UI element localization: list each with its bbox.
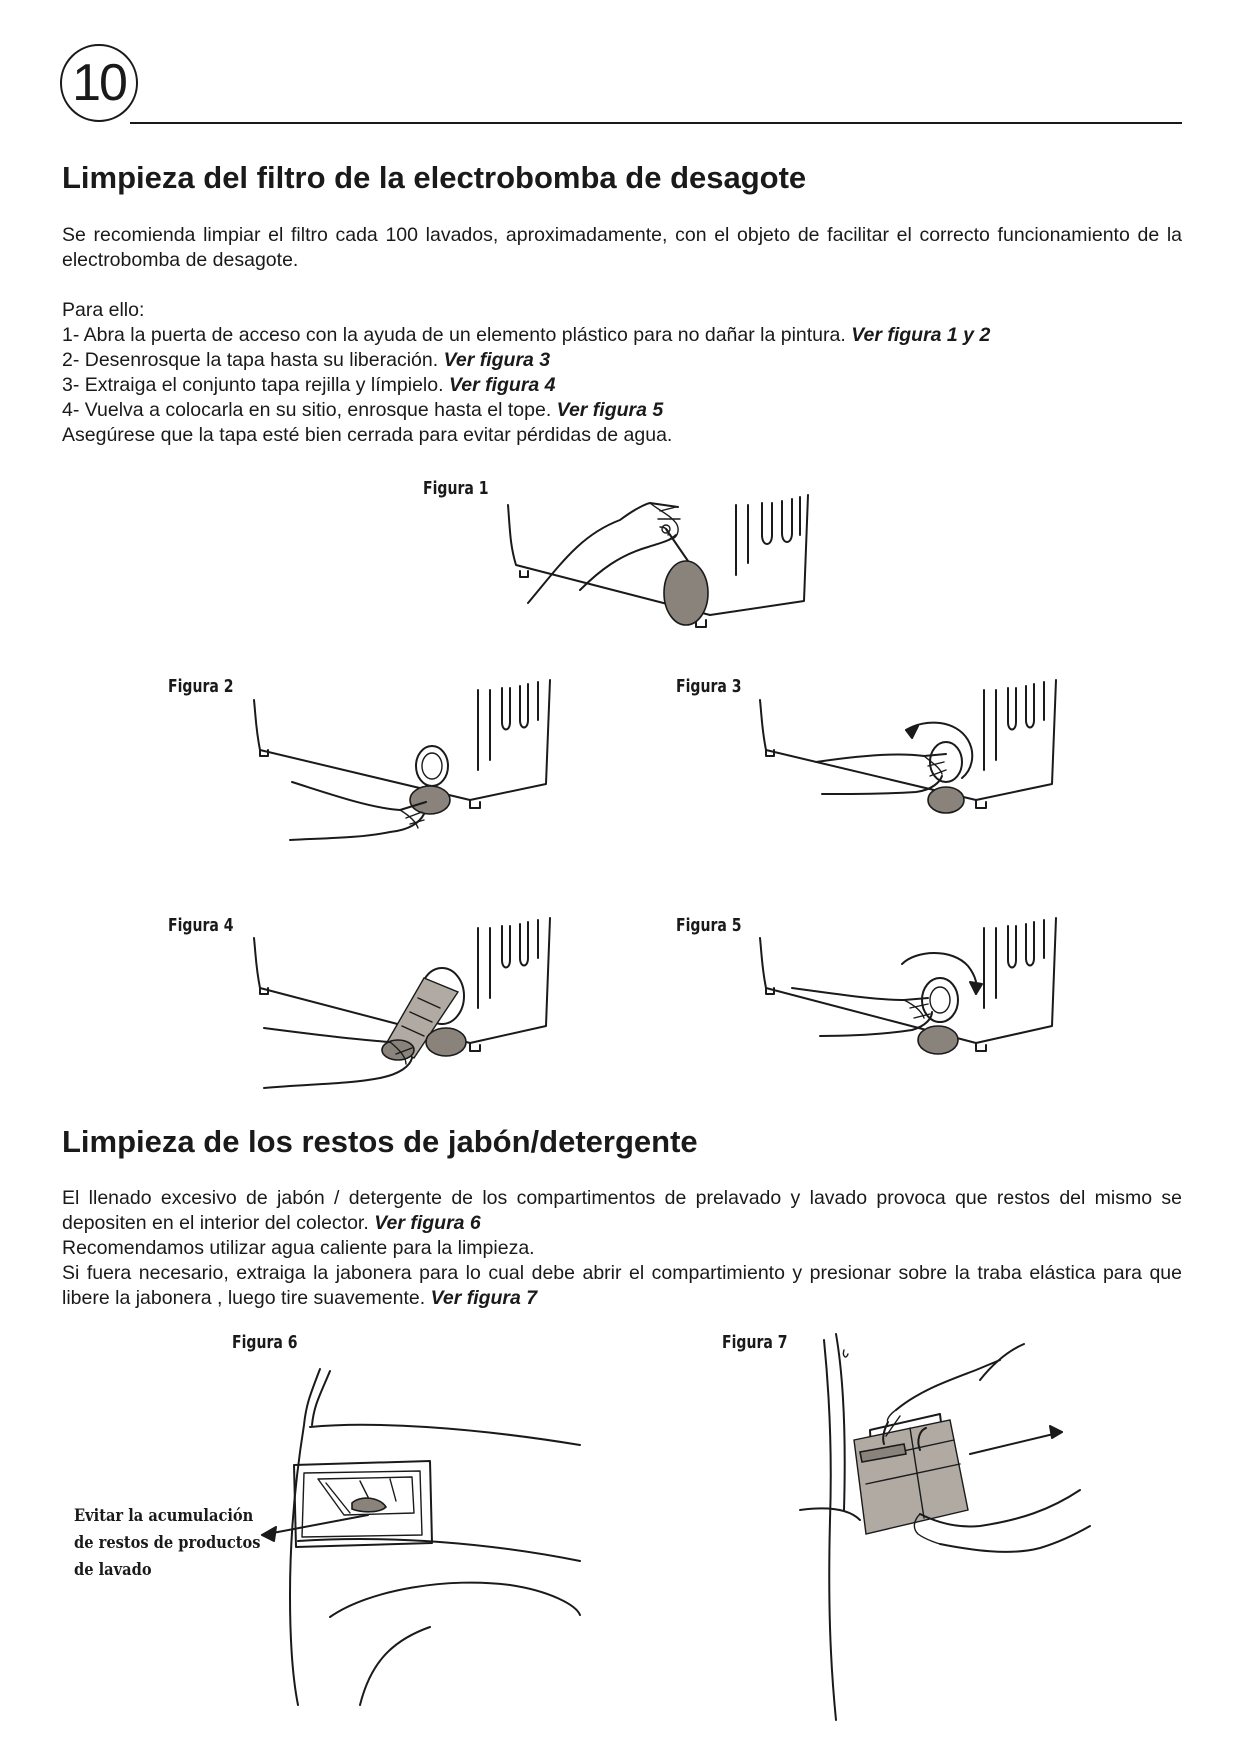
- figure-1-label: Figura 1: [423, 478, 489, 499]
- callout-line-1: Evitar la acumulación: [74, 1506, 254, 1526]
- step-4: 4- Vuelva a colocarla en su sitio, enros…: [62, 399, 664, 421]
- detergent-text-block: El llenado excesivo de jabón / detergent…: [62, 1186, 1182, 1311]
- figure-5-label: Figura 5: [676, 915, 742, 936]
- steps-lead: Para ello:: [62, 299, 145, 321]
- page-number: 10: [72, 54, 128, 112]
- figure-6-illustration: [261, 1368, 581, 1706]
- header-rule: [130, 122, 1182, 124]
- figure-6-callout: Evitar la acumulación de restos de produ…: [74, 1503, 260, 1584]
- section-title-filter: Limpieza del filtro de la electrobomba d…: [62, 160, 807, 195]
- intro-paragraph: Se recomienda limpiar el filtro cada 100…: [62, 224, 1182, 271]
- figure-2-label: Figura 2: [168, 676, 234, 697]
- step-3-ref: Ver figura 4: [448, 374, 556, 396]
- section-title-detergent: Limpieza de los restos de jabón/detergen…: [62, 1124, 698, 1159]
- step-4-ref: Ver figura 5: [556, 399, 664, 421]
- figure-5-illustration: [759, 917, 1057, 1055]
- step-1: 1- Abra la puerta de acceso con la ayuda…: [62, 324, 991, 346]
- closing-note: Asegúrese que la tapa esté bien cerrada …: [62, 424, 673, 446]
- figure-6-ref: Ver figura 6: [374, 1212, 481, 1234]
- figure-1-illustration: [507, 494, 809, 628]
- figure-7-ref: Ver figura 7: [430, 1287, 538, 1309]
- callout-line-3: de lavado: [74, 1560, 152, 1580]
- step-2-ref: Ver figura 3: [443, 349, 551, 371]
- figure-3-label: Figura 3: [676, 676, 742, 697]
- step-1-ref: Ver figura 1 y 2: [851, 324, 991, 346]
- figure-7-illustration: [799, 1333, 1091, 1721]
- callout-line-2: de restos de productos: [74, 1533, 261, 1553]
- detergent-paragraph-3: Si fuera necesario, extraiga la jabonera…: [62, 1262, 1182, 1309]
- figure-6-label: Figura 6: [232, 1332, 298, 1353]
- detergent-paragraph-1: El llenado excesivo de jabón / detergent…: [62, 1187, 1182, 1234]
- figure-4-illustration: [253, 917, 551, 1089]
- detergent-paragraph-2: Recomendamos utilizar agua caliente para…: [62, 1237, 535, 1259]
- step-3: 3- Extraiga el conjunto tapa rejilla y l…: [62, 374, 556, 396]
- figure-4-label: Figura 4: [168, 915, 234, 936]
- figure-7-label: Figura 7: [722, 1332, 788, 1353]
- page-number-circle: [60, 44, 138, 122]
- step-2: 2- Desenrosque la tapa hasta su liberaci…: [62, 349, 551, 371]
- figure-3-illustration: [759, 679, 1057, 814]
- steps-block: Para ello: 1- Abra la puerta de acceso c…: [62, 298, 1182, 448]
- figure-2-illustration: [253, 679, 551, 841]
